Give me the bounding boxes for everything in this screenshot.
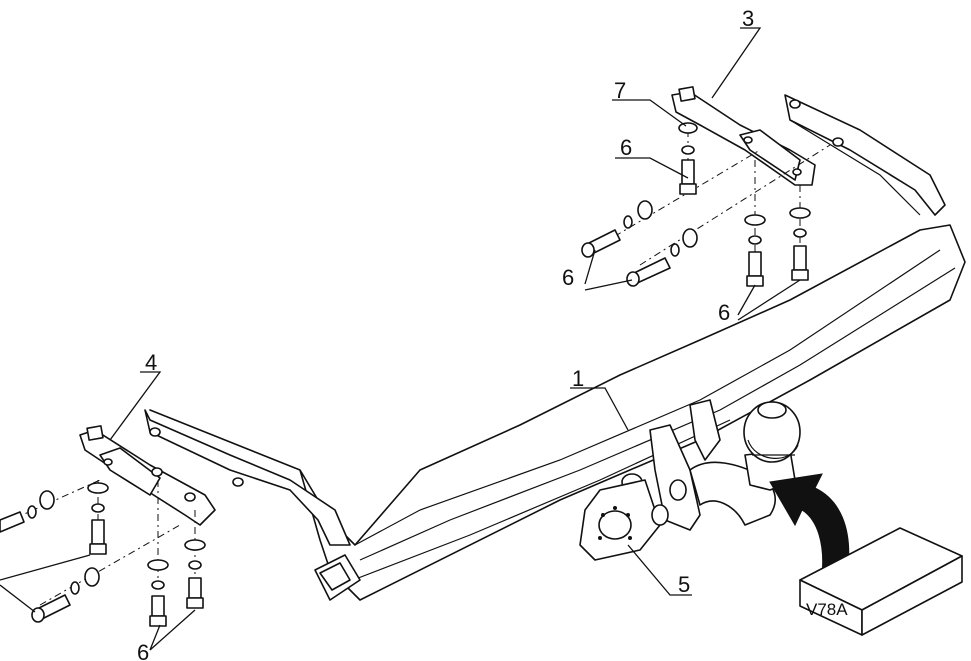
callout-3: 3 xyxy=(742,6,754,31)
callout-4: 4 xyxy=(145,350,157,375)
product-box-label: V78A xyxy=(806,600,848,619)
product-box xyxy=(799,527,963,636)
left-bracket xyxy=(79,425,216,526)
socket-plate xyxy=(579,479,669,561)
callout-1: 1 xyxy=(572,366,584,391)
curved-arrow-icon xyxy=(769,473,850,576)
callout-6-upper-bolt: 6 xyxy=(620,135,632,160)
callout-6-upper-left: 6 xyxy=(562,265,574,290)
leader-lines xyxy=(0,27,801,651)
crossbar-beam xyxy=(144,94,966,601)
upper-fasteners xyxy=(581,122,831,287)
tow-ball-neck xyxy=(621,399,801,531)
callout-6-lower: 6 xyxy=(137,640,149,661)
right-bracket xyxy=(671,86,816,186)
callout-5: 5 xyxy=(678,572,690,597)
lower-fasteners xyxy=(0,479,206,627)
callout-7: 7 xyxy=(614,78,626,103)
callout-6-upper-right: 6 xyxy=(718,300,730,325)
